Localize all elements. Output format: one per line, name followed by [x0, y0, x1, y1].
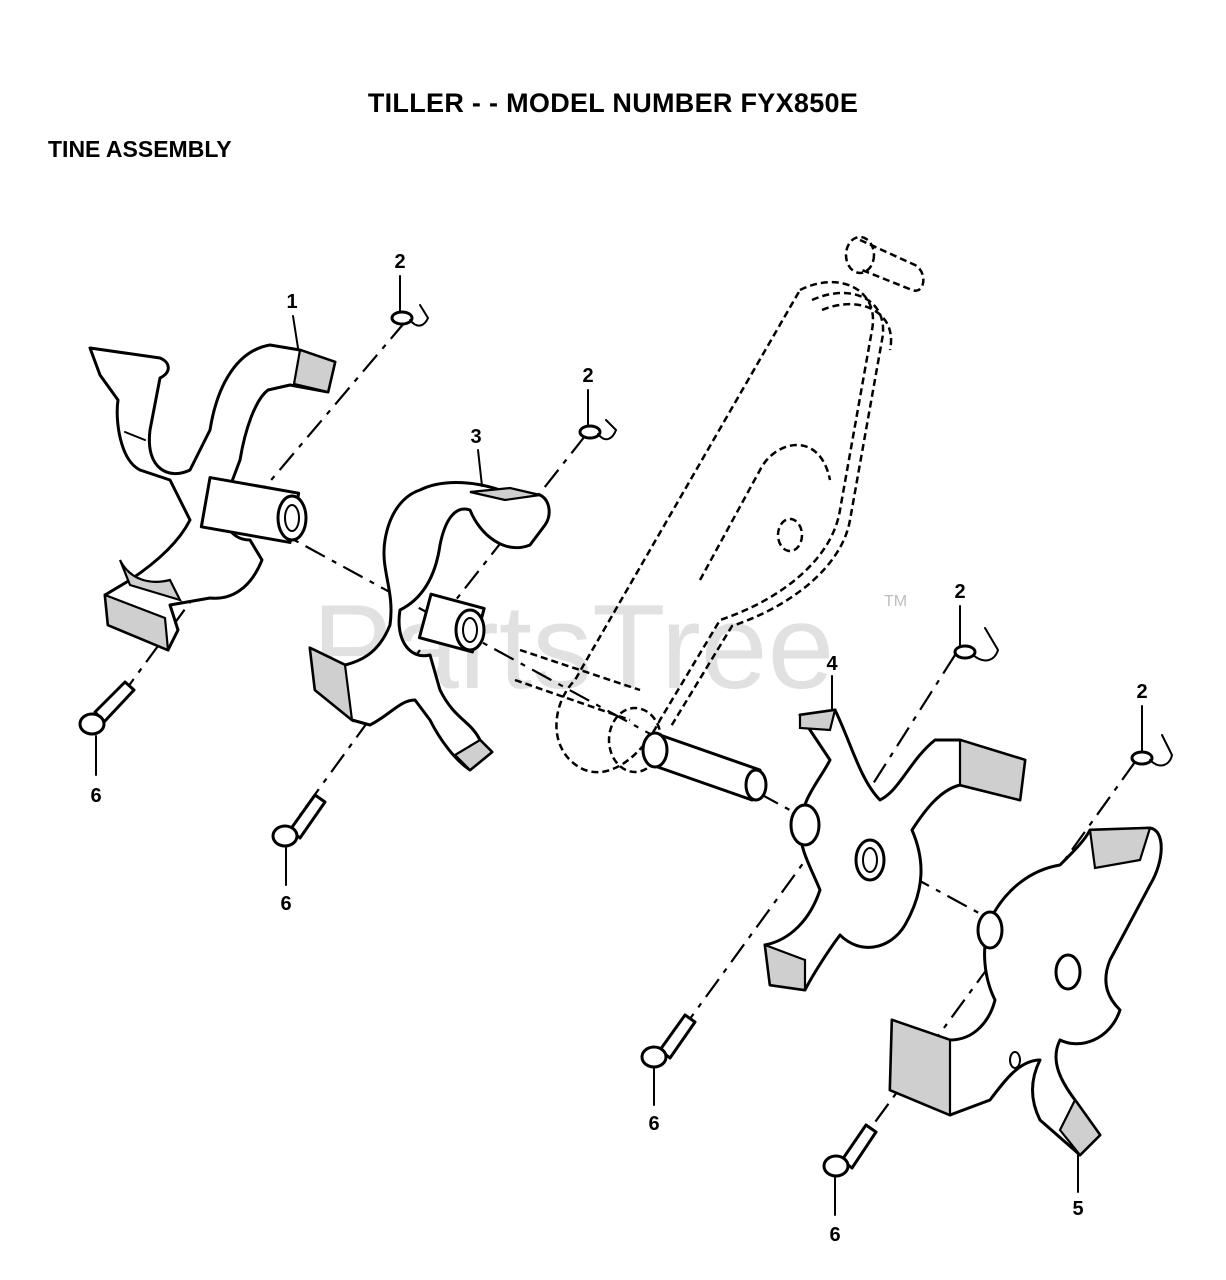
callout-6-c: 6	[648, 1113, 659, 1135]
callout-1: 1	[286, 291, 297, 313]
tine-inner-right	[763, 708, 1027, 992]
clevis-pin-a	[78, 680, 136, 736]
tine-shaft	[641, 731, 768, 802]
callout-2-d: 2	[1136, 681, 1147, 703]
callout-5: 5	[1072, 1198, 1083, 1220]
callout-6-a: 6	[90, 785, 101, 807]
callout-4: 4	[826, 653, 838, 675]
callout-6-d: 6	[829, 1224, 840, 1246]
clevis-pin-c	[640, 1013, 697, 1069]
watermark-trademark: TM	[884, 593, 907, 610]
tine-inner-left	[308, 481, 551, 772]
diagram-subtitle: TINE ASSEMBLY	[48, 136, 232, 162]
hairpin-clip-a	[390, 304, 430, 327]
callout-3: 3	[470, 426, 481, 448]
clevis-pin-d	[822, 1123, 878, 1178]
hairpin-clip-d	[1130, 734, 1174, 767]
callout-2-c: 2	[954, 581, 965, 603]
callout-2-b: 2	[582, 365, 593, 387]
diagram-title: TILLER - - MODEL NUMBER FYX850E	[367, 88, 859, 118]
hairpin-clip-c	[953, 627, 1000, 662]
hairpin-clip-b	[578, 419, 618, 441]
callout-2-a: 2	[394, 251, 405, 273]
leader-lines	[95, 275, 1143, 1216]
tine-outer-right	[888, 826, 1163, 1157]
tine-outer-left	[88, 343, 337, 652]
clevis-pin-b	[271, 793, 327, 848]
callout-6-b: 6	[280, 893, 291, 915]
